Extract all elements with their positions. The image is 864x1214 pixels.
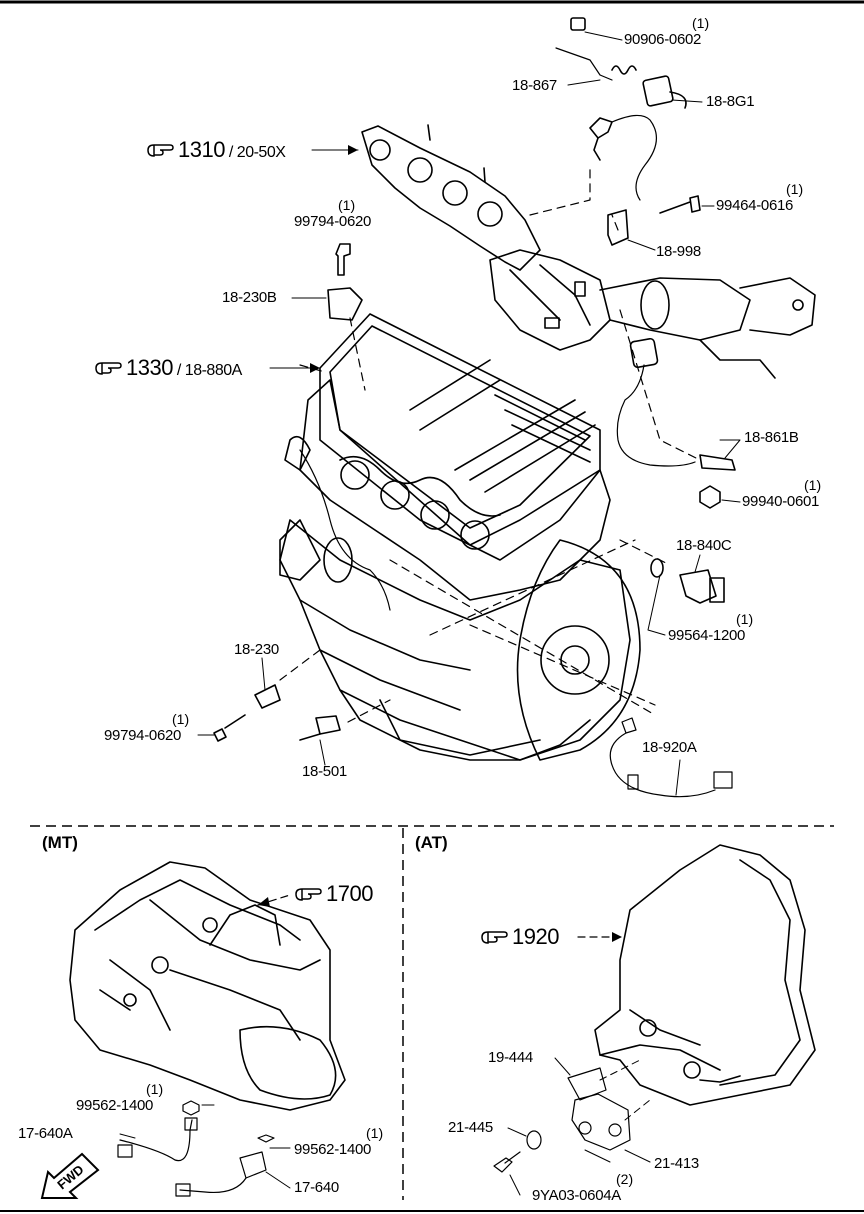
section-label-mt: (MT) (42, 833, 78, 852)
pointing-hand-icon (481, 931, 508, 944)
part-18-861b[interactable]: 18-861B (744, 429, 799, 446)
bolt-99794-lower (213, 714, 246, 742)
part-18-867[interactable]: 18-867 (512, 77, 557, 94)
part-18-230[interactable]: 18-230 (234, 641, 279, 658)
ref-1700-num: 1700 (326, 881, 373, 906)
ref-1330-sub: 18-880A (184, 362, 243, 379)
clip-18-867 (555, 17, 637, 81)
qty-label: (1) (172, 711, 190, 727)
switch-18-840c (650, 558, 725, 604)
part-99794-0620-upper[interactable]: 99794-0620 (294, 213, 372, 230)
harness-17-640a (119, 1119, 193, 1162)
part-99562-1400-b[interactable]: 99562-1400 (294, 1141, 372, 1158)
switch-19-444 (567, 1067, 607, 1101)
harness-18-920a (609, 717, 733, 798)
qty-label: (1) (786, 181, 804, 197)
sensor-18-230b (327, 287, 363, 321)
ref-1310-num: 1310 (178, 137, 225, 162)
switch-17-640 (239, 1151, 267, 1179)
washer-21-445 (526, 1130, 542, 1150)
ref-1700[interactable]: 1700 (294, 882, 373, 906)
part-99940-0601[interactable]: 99940-0601 (742, 493, 820, 510)
automatic-transmission (594, 844, 816, 1106)
bolt-9ya03 (493, 1151, 521, 1173)
part-18-501[interactable]: 18-501 (302, 763, 347, 780)
section-label-at: (AT) (415, 833, 448, 852)
part-19-444[interactable]: 19-444 (488, 1049, 533, 1066)
bolt-99794-upper (335, 243, 351, 276)
part-90906-0602[interactable]: 90906-0602 (624, 31, 702, 48)
part-18-998[interactable]: 18-998 (656, 243, 701, 260)
part-18-230b[interactable]: 18-230B (222, 289, 277, 306)
ref-1310-sub: 20-50X (236, 144, 286, 161)
part-21-445[interactable]: 21-445 (448, 1119, 493, 1136)
washer-99562-a (182, 1100, 200, 1116)
ref-1330-num: 1330 (126, 355, 173, 380)
part-17-640[interactable]: 17-640 (294, 1179, 339, 1196)
sensor-18-501 (299, 715, 341, 741)
oxygen-sensor-rear (616, 337, 736, 471)
bracket-18-998 (607, 209, 629, 246)
sensor-18-230 (254, 684, 281, 709)
ref-1920-num: 1920 (512, 924, 559, 949)
pointing-hand-icon (95, 362, 122, 375)
pointing-hand-icon (295, 888, 322, 901)
ref-1310[interactable]: 1310 / 20-50X (146, 137, 286, 165)
part-9ya03-0604a[interactable]: 9YA03-0604A (532, 1187, 621, 1204)
qty-label: (1) (692, 15, 710, 31)
ref-1920[interactable]: 1920 (480, 925, 559, 949)
part-99794-0620-lower[interactable]: 99794-0620 (104, 727, 182, 744)
exhaust-manifold (361, 124, 816, 379)
switch-21-413 (571, 1093, 631, 1151)
part-18-840c[interactable]: 18-840C (676, 537, 732, 554)
part-99564-1200[interactable]: 99564-1200 (668, 627, 746, 644)
part-18-920a[interactable]: 18-920A (642, 739, 697, 756)
part-21-413[interactable]: 21-413 (654, 1155, 699, 1172)
ref-1330[interactable]: 1330 / 18-880A (94, 356, 242, 383)
manual-transmission (69, 861, 346, 1111)
forward-arrow-icon: FWD (40, 1152, 100, 1199)
bolt-99464 (659, 195, 701, 214)
forward-direction-indicator: FWD (38, 1150, 102, 1207)
part-99464-0616[interactable]: 99464-0616 (716, 197, 794, 214)
qty-label: (1) (146, 1081, 164, 1097)
qty-label: (1) (366, 1125, 384, 1141)
part-18-8g1[interactable]: 18-8G1 (706, 93, 755, 110)
qty-label: (1) (804, 477, 822, 493)
part-17-640a[interactable]: 17-640A (18, 1125, 73, 1142)
nut-99940 (699, 485, 721, 509)
engine-assembly (279, 313, 641, 761)
qty-label: (1) (736, 611, 754, 627)
qty-label: (2) (616, 1171, 634, 1187)
part-99562-1400-a[interactable]: 99562-1400 (76, 1097, 154, 1114)
pointing-hand-icon (147, 144, 174, 157)
oxygen-sensor-upper (589, 75, 687, 201)
qty-label: (1) (338, 197, 356, 213)
